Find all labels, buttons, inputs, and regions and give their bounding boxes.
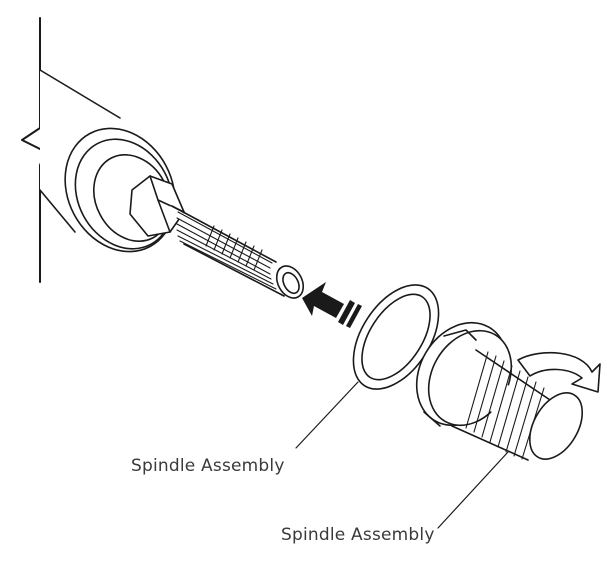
valve-body xyxy=(39,69,178,253)
leader-line-washer xyxy=(295,381,359,449)
splined-spindle xyxy=(170,205,305,299)
label-washer: Spindle Assembly xyxy=(131,456,285,476)
hex-fitting xyxy=(129,175,185,237)
threaded-nut xyxy=(415,321,584,461)
label-nut: Spindle Assembly xyxy=(281,525,435,545)
leader-line-nut xyxy=(437,451,509,529)
rotation-arrow-icon xyxy=(517,351,601,393)
direction-arrow-icon xyxy=(302,282,362,328)
